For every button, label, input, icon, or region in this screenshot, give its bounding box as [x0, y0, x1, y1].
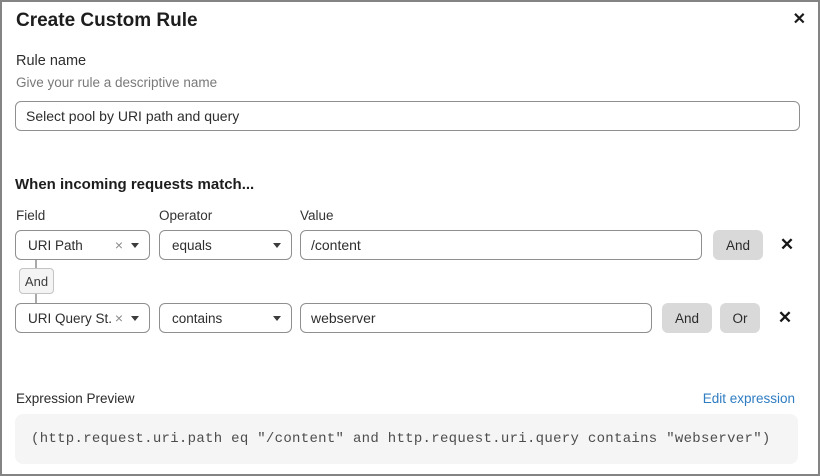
row1-value-input[interactable]: [300, 230, 702, 260]
connector-line-top: [35, 260, 37, 268]
expression-code-block: [15, 414, 798, 464]
value-column-label: Value: [300, 208, 334, 223]
row2-operator-select[interactable]: contains: [159, 303, 292, 333]
row1-field-clear-icon[interactable]: ×: [114, 237, 123, 253]
connector-and-badge: And: [19, 268, 54, 294]
row2-field-value: URI Query St...: [28, 310, 111, 326]
row1-operator-select[interactable]: equals: [159, 230, 292, 260]
row1-remove-icon[interactable]: ✕: [779, 235, 795, 254]
row2-value-input[interactable]: [300, 303, 652, 333]
row1-operator-value: equals: [172, 237, 212, 253]
row2-and-button[interactable]: And: [662, 303, 712, 333]
chevron-down-icon: [273, 242, 281, 248]
chevron-down-icon: [131, 242, 139, 248]
row1-and-button[interactable]: And: [713, 230, 763, 260]
connector-line-bottom: [35, 294, 37, 303]
rule-name-input[interactable]: [15, 101, 800, 131]
match-section-heading: When incoming requests match...: [15, 176, 255, 193]
dialog-title: Create Custom Rule: [16, 10, 198, 31]
row2-field-select[interactable]: URI Query St... ×: [15, 303, 150, 333]
expression-preview-label: Expression Preview: [16, 391, 135, 406]
operator-column-label: Operator: [159, 208, 213, 223]
row2-remove-icon[interactable]: ✕: [777, 308, 793, 327]
row1-field-value: URI Path: [28, 237, 83, 253]
edit-expression-link[interactable]: Edit expression: [702, 391, 795, 406]
expression-code: (http.request.uri.path eq "/content" and…: [31, 431, 771, 447]
row2-or-button[interactable]: Or: [720, 303, 760, 333]
row2-operator-value: contains: [172, 310, 223, 326]
row2-field-clear-icon[interactable]: ×: [114, 310, 123, 326]
chevron-down-icon: [131, 315, 139, 321]
chevron-down-icon: [273, 315, 281, 321]
field-column-label: Field: [16, 208, 46, 223]
close-icon[interactable]: ✕: [792, 11, 806, 28]
row1-field-select[interactable]: URI Path ×: [15, 230, 150, 260]
rule-name-label: Rule name: [16, 53, 87, 69]
rule-name-hint: Give your rule a descriptive name: [16, 75, 218, 90]
